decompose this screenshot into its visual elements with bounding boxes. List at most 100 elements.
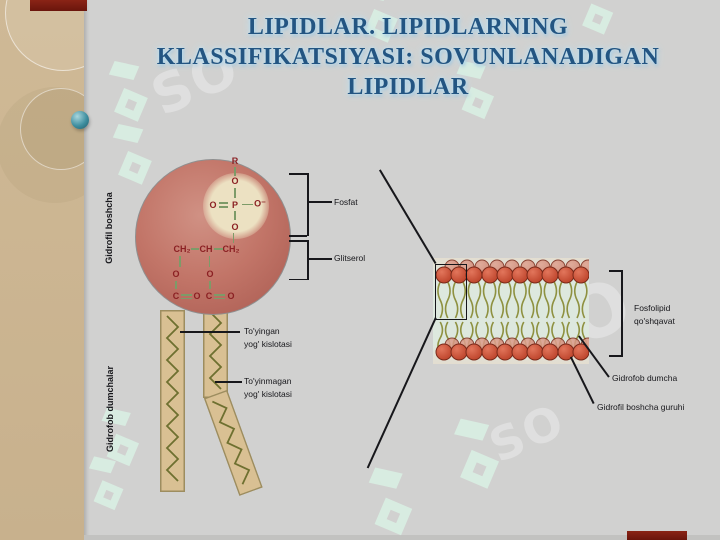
bracket-line xyxy=(307,240,309,280)
magnification-line xyxy=(379,169,437,265)
chem-bond xyxy=(219,206,228,208)
hydrophilic-head-group-label: Gidrofil boshcha guruhi xyxy=(597,402,685,412)
chem-bond xyxy=(214,294,225,296)
bracket-line xyxy=(289,173,307,175)
bracket-line xyxy=(621,270,623,357)
tail-zigzag xyxy=(203,389,263,497)
chem-bond xyxy=(234,188,236,198)
bracket-line xyxy=(307,173,309,236)
chem-atom-r: R xyxy=(231,156,239,166)
chem-atom-c_mid: C xyxy=(205,291,213,301)
saturated-label-line-2: yog' kislotasi xyxy=(244,339,292,349)
watermark-logo xyxy=(558,0,631,57)
chem-bond xyxy=(179,256,181,267)
bracket-line xyxy=(609,270,621,272)
watermark-logo-shape xyxy=(108,60,148,122)
bracket-line xyxy=(309,258,332,260)
watermark-logo-shape xyxy=(454,418,500,489)
unsaturated-label-line-2: yog' kislotasi xyxy=(244,389,292,399)
watermark-logo xyxy=(82,396,158,489)
watermark-logo-shape xyxy=(368,466,413,535)
accent-bar-bottom xyxy=(627,531,687,540)
chem-atom-o_carbonyl_mid: O xyxy=(227,291,235,301)
glitserol-label: Glitserol xyxy=(334,253,366,263)
chem-atom-o_below_p: O xyxy=(231,222,239,232)
unsaturated-tail-bent xyxy=(203,389,263,497)
watermark-logo-shape xyxy=(582,3,614,35)
bracket-line xyxy=(309,201,332,203)
hydrophobic-tails-label: Gidrofob dumchalar xyxy=(105,366,115,453)
watermark-logo-shape xyxy=(101,407,140,466)
chem-atom-o_ester_mid: O xyxy=(206,269,214,279)
membrane-head xyxy=(572,266,589,284)
hydrophobic-tail-label: Gidrofob dumcha xyxy=(612,373,678,383)
chem-atom-c_left: C xyxy=(172,291,180,301)
chem-bond xyxy=(208,256,210,267)
bottom-edge-strip xyxy=(84,535,720,540)
watermark-logo xyxy=(437,49,513,142)
chem-atom-ch_mid: CH xyxy=(199,244,213,254)
saturated-fatty-acid-label: To'yingan yog' kislotasi xyxy=(244,325,292,351)
watermark-logo-shape xyxy=(456,60,495,119)
chem-atom-p: P xyxy=(231,200,239,210)
chem-bond xyxy=(219,202,228,204)
unsaturated-fatty-acid-label: To'yinmagan yog' kislotasi xyxy=(244,375,292,401)
watermark-logo-shape xyxy=(358,0,398,43)
chem-bond xyxy=(209,281,211,289)
fosfat-label: Fosfat xyxy=(334,197,358,207)
chem-atom-o_right: O⁻ xyxy=(254,198,266,209)
tail-zigzag xyxy=(160,310,185,492)
bilayer-membrane xyxy=(433,258,589,364)
bracket-line xyxy=(289,240,307,242)
slide-title: LIPIDLAR. LIPIDLARNING KLASSIFIKATSIYASI… xyxy=(96,12,720,102)
bracket-line xyxy=(215,381,242,383)
tail-zigzag xyxy=(203,306,228,398)
saturated-tail xyxy=(160,310,185,492)
hydrophilic-head-label: Gidrofil boshcha xyxy=(104,192,114,264)
membrane-head xyxy=(572,343,589,361)
slide-title-line-2: KLASSIFIKATSIYASI: SOVUNLANADIGAN xyxy=(156,44,660,70)
saturated-label-line-1: To'yingan xyxy=(244,326,280,336)
watermark-logo-shape xyxy=(112,123,152,185)
watermark-logo-shape xyxy=(88,455,124,510)
bracket-line xyxy=(180,331,240,333)
chem-bond xyxy=(181,294,192,296)
chem-atom-o_carbonyl_left: O xyxy=(193,291,201,301)
slide-title-line-3: LIPIDLAR xyxy=(347,74,469,100)
chem-atom-ch2_left: CH₂ xyxy=(173,244,191,254)
watermark-logo xyxy=(346,454,434,540)
bracket-line xyxy=(289,235,307,237)
magnification-line xyxy=(367,317,437,469)
watermark-logo xyxy=(71,446,141,532)
unsaturated-label-line-1: To'yinmagan xyxy=(244,376,292,386)
chem-bond xyxy=(242,203,253,206)
chem-bond xyxy=(234,167,236,176)
watermark-logo xyxy=(88,49,167,145)
chem-bond xyxy=(191,248,199,250)
bilayer-label-line-2: qo'shqavat xyxy=(634,316,675,326)
unsaturated-tail-straight xyxy=(203,306,228,398)
sidebar-decoration xyxy=(0,0,84,540)
watermark-logo xyxy=(430,405,521,516)
chem-bond xyxy=(232,233,235,243)
decorative-sphere xyxy=(71,111,89,129)
chem-bond xyxy=(175,281,177,289)
watermark-logo xyxy=(338,0,417,67)
phosphate-highlight-circle xyxy=(203,173,269,239)
watermark-logo xyxy=(92,112,171,208)
accent-bar-top xyxy=(30,0,87,11)
chem-bond xyxy=(181,297,192,300)
chem-atom-o_top: O xyxy=(231,176,239,186)
bilayer-label-line-1: Fosfolipid xyxy=(634,303,671,313)
chem-bond xyxy=(214,297,225,300)
bracket-line xyxy=(289,278,307,281)
slide-title-line-1: LIPIDLAR. LIPIDLARNING xyxy=(247,14,569,40)
chem-bond xyxy=(213,248,223,250)
chem-atom-ch2_right: CH₂ xyxy=(222,244,240,254)
chem-atom-o_ester_left: O xyxy=(172,269,180,279)
chem-bond xyxy=(234,211,236,220)
bracket-line xyxy=(609,355,621,357)
bilayer-label: Fosfolipid qo'shqavat xyxy=(634,302,675,328)
chem-atom-o_left: O xyxy=(209,200,217,210)
